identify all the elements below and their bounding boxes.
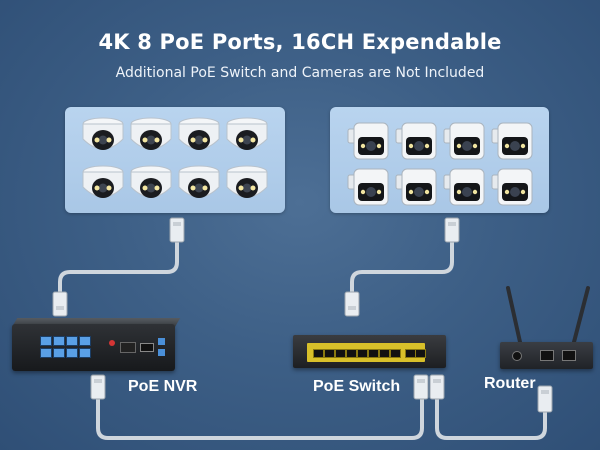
bullet-camera-icon: [491, 168, 533, 206]
dome-camera-icon: [226, 165, 268, 198]
usb-port-icon: [158, 349, 165, 356]
dome-camera-icon: [82, 165, 124, 198]
bullet-camera-icon: [395, 168, 437, 206]
bullet-cameras-illustration: [347, 122, 533, 206]
dome-camera-icon: [130, 165, 172, 198]
bullet-camera-icon: [395, 122, 437, 160]
switch-port-icon: [335, 349, 346, 358]
switch-port-icon: [390, 349, 401, 358]
bullet-camera-panel: [330, 107, 549, 213]
router-port-icon: [562, 350, 576, 361]
dome-camera-icon: [130, 117, 172, 150]
switch-port-strip: [307, 343, 426, 362]
poe-port-icon: [40, 336, 52, 346]
switch-port-icon: [379, 349, 390, 358]
switch-port-icon: [368, 349, 379, 358]
dome-camera-icon: [178, 117, 220, 150]
bullet-camera-icon: [347, 168, 389, 206]
page-title: 4K 8 PoE Ports, 16CH Expendable: [98, 30, 502, 54]
page-subtitle: Additional PoE Switch and Cameras are No…: [115, 65, 485, 81]
bullet-camera-icon: [491, 122, 533, 160]
usb-port-icon: [158, 338, 165, 345]
router-label: Router: [484, 375, 536, 392]
dome-camera-icon: [82, 117, 124, 150]
switch-port-icon: [324, 349, 335, 358]
nvr-label: PoE NVR: [128, 378, 198, 395]
router-port-icon: [540, 350, 554, 361]
poe-port-icon: [53, 336, 65, 346]
poe-port-icon: [66, 348, 78, 358]
bullet-camera-icon: [443, 168, 485, 206]
power-port-icon: [512, 351, 522, 361]
dome-camera-panel: [65, 107, 285, 213]
poe-port-icon: [53, 348, 65, 358]
switch-port-icon: [313, 349, 324, 358]
poe-port-icon: [79, 336, 91, 346]
poe-port-icon: [66, 336, 78, 346]
uplink-port-icon: [415, 349, 426, 358]
poe-nvr-device: [12, 324, 175, 371]
bullet-camera-icon: [347, 122, 389, 160]
poe-port-icon: [40, 348, 52, 358]
poe-port-icon: [79, 348, 91, 358]
switch-port-icon: [346, 349, 357, 358]
dome-cameras-illustration: [82, 117, 268, 198]
hdmi-port-icon: [140, 343, 154, 352]
audio-port-icon: [109, 340, 115, 346]
switch-port-icon: [357, 349, 368, 358]
switch-label: PoE Switch: [313, 378, 401, 395]
vga-port-icon: [120, 342, 136, 353]
dome-camera-icon: [178, 165, 220, 198]
dome-camera-icon: [226, 117, 268, 150]
router-device: [500, 342, 593, 369]
bullet-camera-icon: [443, 122, 485, 160]
